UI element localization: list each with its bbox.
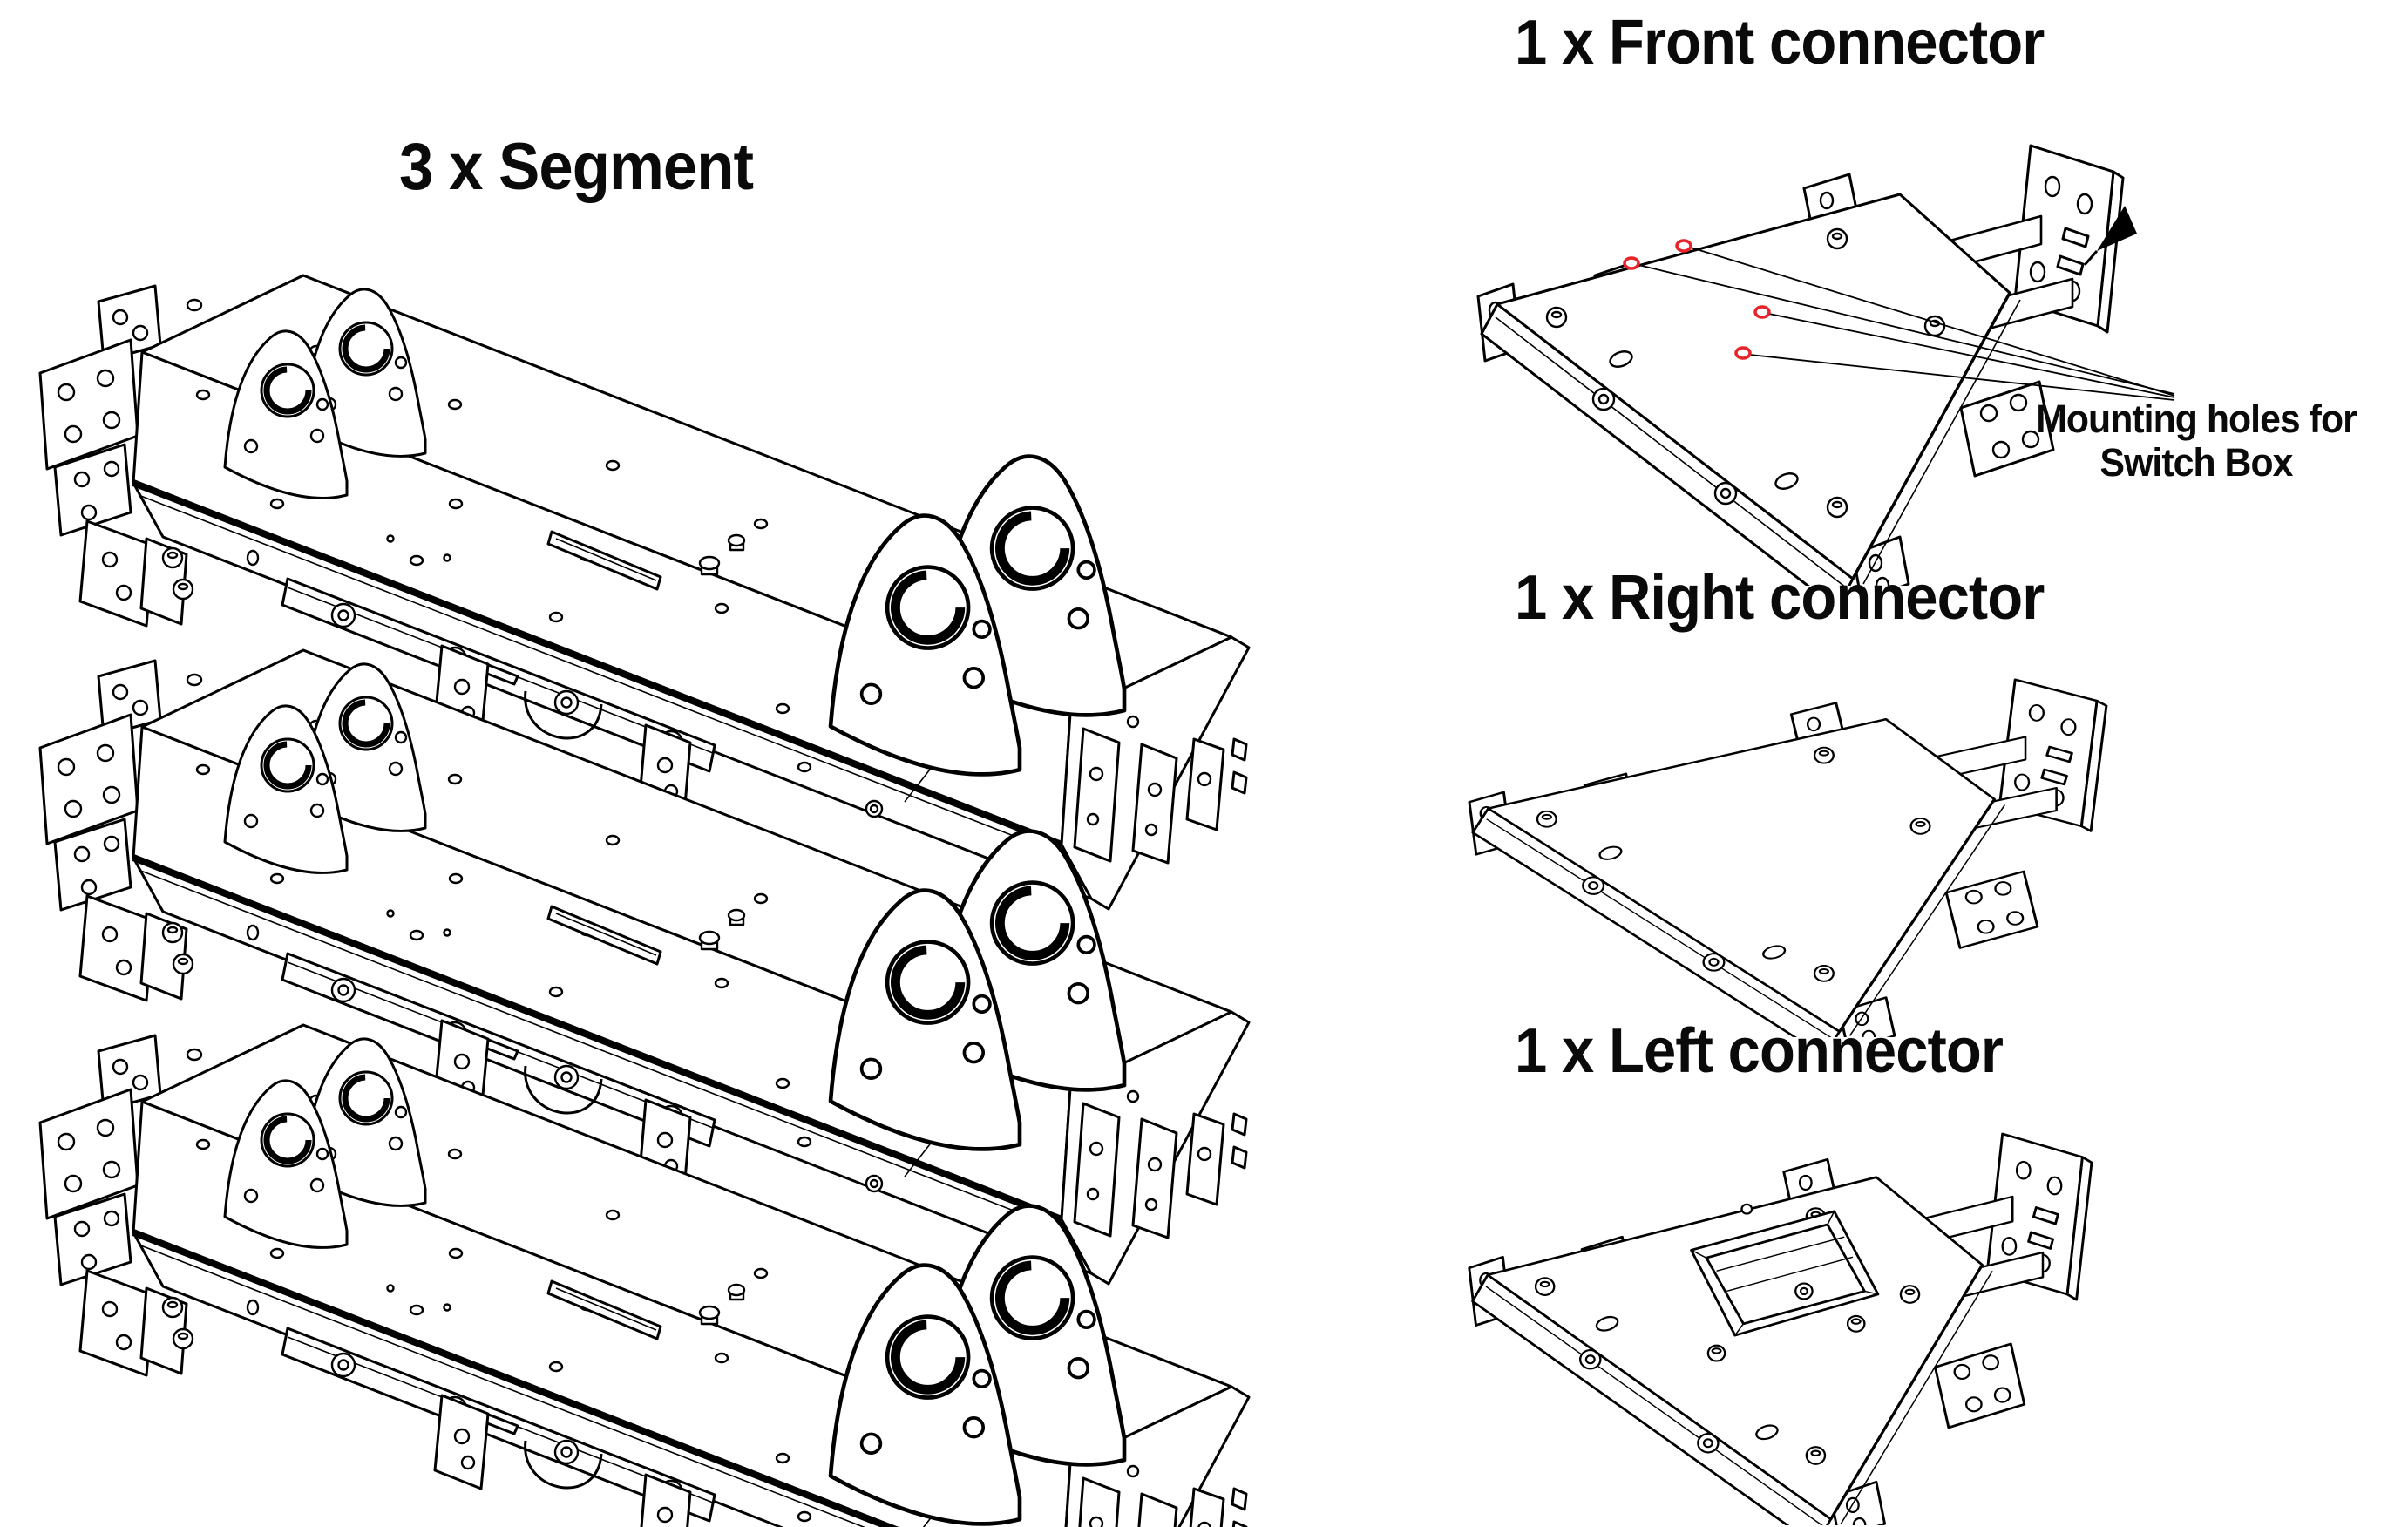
annotation-line-2: Switch Box	[2099, 440, 2294, 485]
segment-label: 3 x Segment	[399, 130, 754, 204]
front-connector-label: 1 x Front connector	[1515, 8, 2045, 78]
annotation-line-1: Mounting holes for	[2036, 397, 2357, 441]
segment-drawing-group	[16, 251, 1271, 1527]
mounting-hole-markers	[1623, 239, 1771, 360]
right-connector-label: 1 x Right connector	[1515, 563, 2045, 633]
mounting-hole-leader-lines	[1638, 247, 2175, 401]
left-connector-drawing	[1468, 1132, 2093, 1525]
left-connector-label: 1 x Left connector	[1515, 1016, 2004, 1086]
mounting-hole-marker	[1623, 256, 1640, 270]
switch-box-cutout	[1690, 1203, 1880, 1362]
mounting-hole-marker	[1753, 305, 1771, 319]
right-connector-drawing	[1468, 678, 2108, 1037]
mounting-hole-marker	[1734, 346, 1752, 360]
mounting-hole-marker	[1675, 239, 1692, 253]
direction-arrow-icon	[2083, 206, 2137, 266]
front-connector-drawing	[1476, 144, 2175, 586]
mounting-holes-annotation: Mounting holes for Switch Box	[1990, 397, 2404, 485]
